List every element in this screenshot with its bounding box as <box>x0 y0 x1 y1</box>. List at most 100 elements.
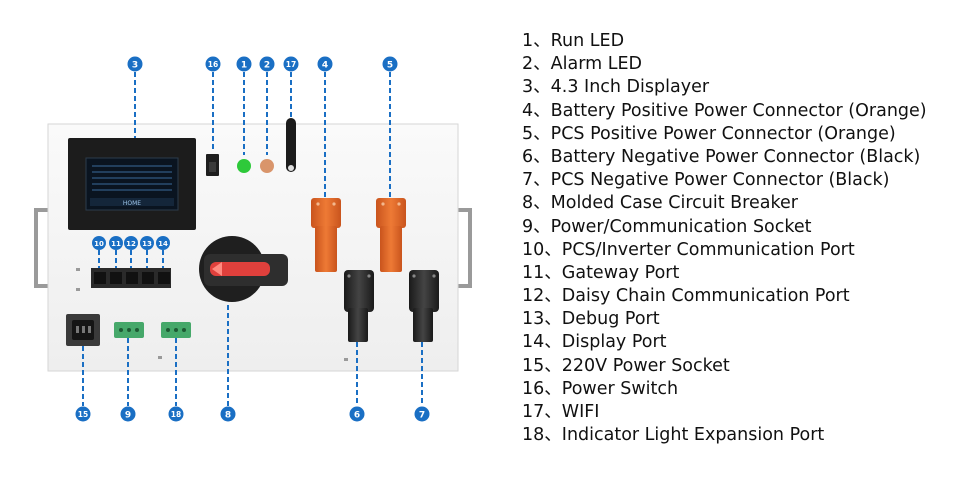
legend-label: PCS Positive Power Connector (Orange) <box>550 123 896 144</box>
legend-number: 12 <box>522 286 545 307</box>
legend-separator: 、 <box>544 286 562 307</box>
badge-5: 5 <box>382 56 398 72</box>
legend-label: Display Port <box>561 332 667 353</box>
badge-18: 18 <box>168 406 184 422</box>
legend-item: 18、Indicator Light Expansion Port <box>522 424 952 447</box>
indicator-light-expansion-port <box>161 322 191 338</box>
svg-text:2: 2 <box>264 61 270 71</box>
alarm-led <box>260 159 274 173</box>
svg-text:6: 6 <box>354 411 360 421</box>
leader-lines <box>82 72 423 406</box>
legend-number: 17 <box>522 402 545 422</box>
legend-item: 5、PCS Positive Power Connector (Orange) <box>522 123 952 146</box>
legend-number: 14 <box>522 332 545 353</box>
badge-4: 4 <box>317 56 333 72</box>
svg-text:12: 12 <box>126 240 136 248</box>
legend-number: 3 <box>522 77 534 98</box>
badge-6: 6 <box>349 406 365 422</box>
svg-text:9: 9 <box>125 411 131 421</box>
badge-8: 8 <box>220 406 236 422</box>
legend-label: Battery Positive Power Connector (Orange… <box>550 100 927 121</box>
component-legend: 1、Run LED 2、Alarm LED 3、4.3 Inch Display… <box>522 30 952 447</box>
legend-label: PCS/Inverter Communication Port <box>561 239 855 260</box>
legend-number: 11 <box>522 262 545 283</box>
badge-12: 12 <box>124 236 138 250</box>
legend-item: 12、Daisy Chain Communication Port <box>522 285 952 308</box>
legend-number: 7 <box>522 170 534 191</box>
legend-number: 4 <box>522 100 534 121</box>
legend-separator: 、 <box>544 309 562 330</box>
legend-separator: 、 <box>544 239 562 260</box>
svg-text:10: 10 <box>94 240 104 248</box>
legend-label: 220V Power Socket <box>561 355 730 376</box>
svg-text:16: 16 <box>208 60 218 69</box>
legend-item: 11、Gateway Port <box>522 262 952 285</box>
legend-label: PCS Negative Power Connector (Black) <box>550 170 890 191</box>
lcd-display: HOME <box>68 138 196 230</box>
svg-text:11: 11 <box>111 240 121 248</box>
legend-separator: 、 <box>544 355 562 376</box>
legend-separator: 、 <box>533 216 551 237</box>
legend-separator: 、 <box>533 100 551 121</box>
legend-label: Indicator Light Expansion Port <box>561 425 825 446</box>
badge-2: 2 <box>259 56 275 72</box>
svg-text:3: 3 <box>132 61 138 71</box>
legend-item: 1、Run LED <box>522 30 952 53</box>
legend-separator: 、 <box>533 123 551 144</box>
svg-text:17: 17 <box>286 60 296 69</box>
legend-label: Battery Negative Power Connector (Black) <box>550 146 921 167</box>
legend-separator: 、 <box>533 146 551 167</box>
legend-label: Alarm LED <box>550 54 642 75</box>
legend-item: 14、Display Port <box>522 331 952 354</box>
legend-label: 4.3 Inch Displayer <box>550 77 710 98</box>
svg-text:8: 8 <box>225 411 231 421</box>
communication-ports <box>91 268 171 288</box>
legend-label: Daisy Chain Communication Port <box>561 286 850 307</box>
legend-item: 4、Battery Positive Power Connector (Oran… <box>522 100 952 123</box>
legend-number: 5 <box>522 123 534 144</box>
right-handle <box>454 208 472 288</box>
svg-text:1: 1 <box>241 61 247 71</box>
battery-negative-connector <box>344 270 374 342</box>
legend-item: 6、Battery Negative Power Connector (Blac… <box>522 146 952 169</box>
circuit-breaker[interactable] <box>199 236 288 302</box>
legend-separator: 、 <box>544 332 562 353</box>
legend-separator: 、 <box>533 170 551 191</box>
battery-positive-connector <box>311 198 341 272</box>
power-communication-socket <box>114 322 144 338</box>
legend-separator: 、 <box>533 31 551 51</box>
badge-13: 13 <box>140 236 154 250</box>
badge-14: 14 <box>156 236 170 250</box>
wifi-antenna <box>286 118 296 172</box>
screen-home-label: HOME <box>123 200 141 207</box>
run-led <box>237 159 251 173</box>
legend-number: 16 <box>522 378 545 399</box>
legend-label: Power Switch <box>561 378 679 399</box>
power-switch[interactable] <box>206 154 219 176</box>
legend-number: 2 <box>522 54 534 75</box>
badge-3: 3 <box>127 56 143 72</box>
battery-panel-diagram: HOME <box>34 56 472 422</box>
legend-number: 13 <box>522 309 545 330</box>
svg-text:18: 18 <box>171 410 181 419</box>
legend-item: 10、PCS/Inverter Communication Port <box>522 239 952 262</box>
legend-item: 13、Debug Port <box>522 308 952 331</box>
pcs-positive-connector <box>376 198 406 272</box>
legend-item: 16、Power Switch <box>522 378 952 401</box>
legend-number: 8 <box>522 193 534 214</box>
legend-item: 8、Molded Case Circuit Breaker <box>522 192 952 215</box>
svg-text:14: 14 <box>158 240 168 248</box>
pcs-negative-connector <box>409 270 439 342</box>
power-socket-220v <box>66 314 100 346</box>
badge-16: 16 <box>205 56 221 72</box>
badge-9: 9 <box>120 406 136 422</box>
badge-11: 11 <box>109 236 123 250</box>
legend-separator: 、 <box>544 262 562 283</box>
badge-15: 15 <box>75 406 91 422</box>
legend-item: 9、Power/Communication Socket <box>522 216 952 239</box>
legend-item: 2、Alarm LED <box>522 53 952 76</box>
legend-number: 6 <box>522 146 534 167</box>
legend-separator: 、 <box>533 54 551 75</box>
badge-10: 10 <box>92 236 106 250</box>
badge-17: 17 <box>283 56 299 72</box>
